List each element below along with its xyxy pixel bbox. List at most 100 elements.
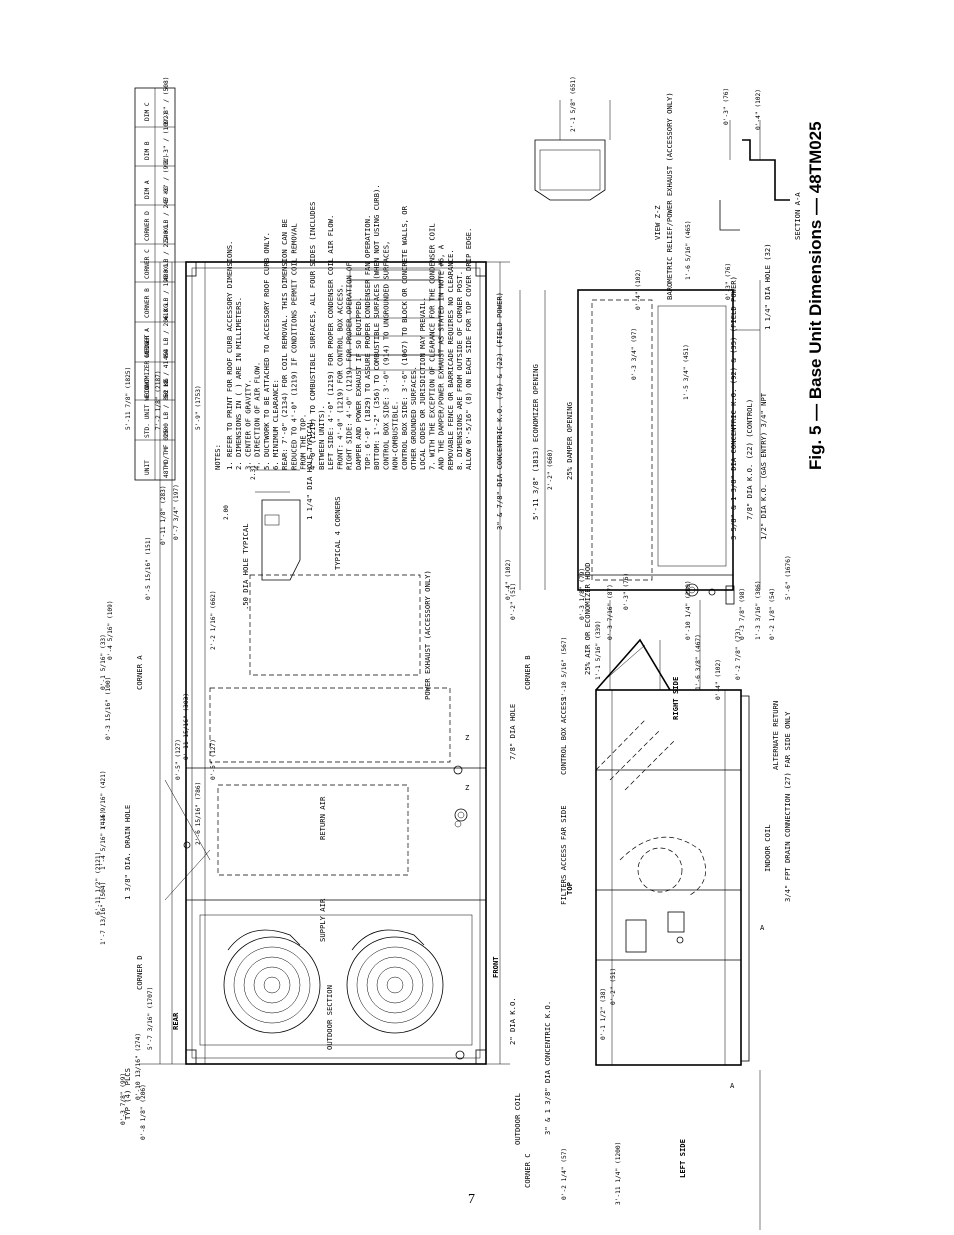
label-drain-hole: 1 3/8" DIA. DRAIN HOLE	[123, 805, 132, 900]
note-line: 2. DIMENSIONS IN ( ) ARE IN MILLIMETERS.	[234, 297, 243, 470]
side-dimension: 0'-4" (102)	[715, 659, 722, 700]
side-dimension: 0'-3" (76)	[623, 573, 630, 610]
label-dia-ko-2: 2" DIA K.O.	[508, 997, 517, 1045]
note-line: 4. DIRECTION OF AIR FLOW.	[253, 362, 262, 470]
top-dimension: 0'-4 5/16" (109)	[107, 600, 114, 660]
side-view	[595, 600, 761, 1230]
end-view-dimensions: 2'-2" (660)0'-2" (51)0'-4" (102)5'-6" (1…	[505, 220, 792, 620]
side-dimension: 1'-6 3/8" (467)	[695, 634, 702, 690]
note-line: RIGHT SIDE: 4'-0" (1219) FOR PROPER OPER…	[345, 262, 354, 470]
table-data-row: 48TMD/TMF 025 1900 LB / 862 KG 50 LB / 4…	[163, 77, 170, 478]
top-dimension: 1'-7 13/16" (504)	[100, 882, 107, 945]
top-dimension: 2.00	[223, 505, 230, 520]
note-line: 7. WITH THE EXCEPTION OF CLEARANCE FOR T…	[427, 223, 436, 470]
top-dimension: 0'-11 1/8" (283)	[160, 485, 167, 545]
section-marker-a: A	[730, 1081, 735, 1090]
label-dia-hole-1: 1 1/4" DIA HOLE (32)	[763, 243, 772, 330]
note-line: BOTTOM: 1'-2" (356) TO COMBUSTIBLE SURFA…	[372, 184, 381, 470]
label-typical-4-corners: TYPICAL 4 CORNERS	[333, 496, 342, 570]
label-econ-hood: 25% AIR OR ECONOMIZER HOOD	[583, 562, 592, 675]
top-view	[140, 261, 510, 1065]
label-corner-d: CORNER D	[135, 955, 144, 990]
label-econ-opening: 5'-11 3/8" (1813) ECONOMIZER OPENING	[531, 364, 540, 520]
label-outdoor-coil: OUTDOOR COIL	[513, 1093, 522, 1145]
top-dimension: 2'-6 15/16" (786)	[195, 782, 202, 845]
unit-outline-top	[185, 261, 487, 1065]
note-line: ALLOW 0'-5/16" (8) ON EACH SIDE FOR TOP …	[464, 228, 473, 470]
section-marker-z1: Z	[465, 783, 470, 792]
note-line: REAR: 7'-0" (2134) FOR COIL REMOVAL. THI…	[280, 219, 289, 470]
label-ko-22: 7/8" DIA K.O. (22) (CONTROL)	[745, 399, 754, 520]
table-cell-corner-b: 418 LB / 190 KG	[163, 264, 170, 320]
label-dia-hole-114: 1 1/4" DIA HOLE TYPICAL	[305, 420, 314, 520]
table-header-row: UNIT STD. UNIT WEIGHT ECONOMIZER WEIGHT …	[144, 102, 151, 475]
top-dimension: 5'-7 3/16" (1707)	[147, 987, 154, 1050]
note-line: FRONT: 4'-0" (1219) FOR CONTROL BOX ACCE…	[335, 284, 344, 470]
side-dimension: 0'-3 7/8" (98)	[739, 588, 746, 640]
top-dimension: 0'-3 7/8" (99)	[120, 1073, 127, 1125]
side-dimension: 0'-2 1/8" (54)	[769, 588, 776, 640]
label-power-exhaust: POWER EXHAUST (ACCESSORY ONLY)	[423, 570, 432, 700]
top-dimension: 0'-3 15/16" (100)	[105, 677, 112, 740]
label-drain: 3/4" FPT DRAIN CONNECTION (27) FAR SIDE …	[783, 711, 792, 902]
top-dimension: 2'-2 1/16" (662)	[210, 590, 217, 650]
table-header-corner-c: CORNER C	[144, 249, 151, 279]
top-view-dimensions: 0'-3 7/8" (99)0'-8 1/8" (206)5'-7 3/16" …	[95, 367, 257, 1140]
side-dimension: 3'-11 1/4" (1200)	[615, 1142, 622, 1205]
label-outdoor-section: OUTDOOR SECTION	[325, 985, 334, 1050]
table-cell-dim-c: 1'-8" / (508)	[163, 77, 170, 125]
side-dimension: 0'-3 7/16" (87)	[607, 584, 614, 640]
section-marker-a2: A	[760, 923, 765, 932]
label-corner-c: CORNER C	[523, 1153, 532, 1188]
label-corner-b: CORNER B	[523, 655, 532, 690]
note-line: 5. DUCTWORK TO BE ATTACHED TO ACCESSORY …	[262, 232, 271, 470]
section-marker-z2: Z	[465, 733, 470, 742]
note-line: NON-COMBUSTIBLE.	[391, 401, 400, 470]
note-line: LOCAL CODES OR JURISDICTION MAY PREVAIL.	[418, 297, 427, 470]
top-dimension: 1'-4 9/16" (421)	[100, 770, 107, 830]
side-dimension: 0'-1 1/2" (38)	[600, 988, 607, 1040]
end-dimension: 0'-3 3/4" (97)	[631, 328, 638, 380]
table-header-corner-d: CORNER D	[144, 211, 151, 241]
table-cell-std-weight: 1900 LB / 862 KG	[163, 378, 170, 438]
table-cell-corner-d: 540 LB / 245 KG	[163, 186, 170, 242]
unit-outline-side	[595, 689, 742, 1066]
note-line: 4'-0" (1219) TO COMBUSTIBLE SURFACES, AL…	[308, 202, 317, 470]
section-aa	[719, 120, 790, 231]
end-view	[519, 280, 761, 605]
top-dimension: 0'-5" (127)	[175, 739, 182, 780]
top-dimension: 5'-9" (1753)	[195, 385, 202, 430]
table-header-std-weight: STD. UNIT WEIGHT	[144, 378, 151, 438]
top-dimension: 0'-11 15/16" (303)	[183, 693, 190, 760]
table-header-corner-a: CORNER A	[144, 328, 151, 358]
label-top: TOP	[565, 881, 574, 895]
label-filters: FILTERS ACCESS FAR SIDE	[559, 805, 568, 905]
side-dimension: 0'-10 1/4" (260)	[685, 580, 692, 640]
label-supply-air: SUPPLY AIR	[318, 898, 327, 942]
end-dimension: 2'-2" (660)	[547, 449, 554, 490]
dim-barometric-width: 2'-1 5/8" (651)	[570, 76, 577, 132]
control-box-panel	[625, 919, 647, 953]
dim-section-aa-1: 0'-3" (76)	[723, 88, 730, 125]
barometric-view	[534, 100, 611, 201]
top-dimension: 0'-1 5/16" (33)	[100, 634, 107, 690]
economizer-hood	[595, 638, 671, 691]
note-line: FROM THE TOP.	[299, 414, 308, 470]
note-line: 8. DIMENSIONS ARE FROM OUTSIDE OF CORNER…	[455, 271, 464, 470]
note-line: REMOVABLE FENCE OR BARRICADE REQUIRES NO…	[446, 249, 455, 470]
top-dimension: 6'-11 1/2" (2121)	[95, 852, 102, 915]
top-dimension: 0'-5 15/16" (151)	[145, 537, 152, 600]
notes-block: NOTES: 1. REFER TO PRINT FOR ROOF CURB A…	[213, 184, 473, 470]
note-line: TOP: 6'-0" (1829) TO ASSURE PROPER CONDE…	[363, 215, 372, 470]
end-dimension: 1'-5 3/4" (451)	[683, 344, 690, 400]
label-return-air: RETURN AIR	[318, 796, 327, 840]
label-ko-field-power: 3" & 7/8" DIA CONCENTRIC K.O. (76) & (22…	[495, 292, 504, 530]
note-line: OTHER GROUNDED SURFACES.	[409, 366, 418, 470]
top-dimension: 0'-10 13/16" (274)	[135, 1033, 142, 1100]
label-typ-plcs: TYP (4) PLCS	[123, 1068, 132, 1120]
side-dimension: 0'-3 1/8" (79)	[579, 568, 586, 620]
table-header-unit: UNIT	[144, 460, 151, 475]
label-ko-control: 3 5/8" & 1 3/8" DIA CONCENTRIC K.O. (92)…	[729, 276, 738, 540]
label-left-side: LEFT SIDE	[678, 1139, 687, 1178]
